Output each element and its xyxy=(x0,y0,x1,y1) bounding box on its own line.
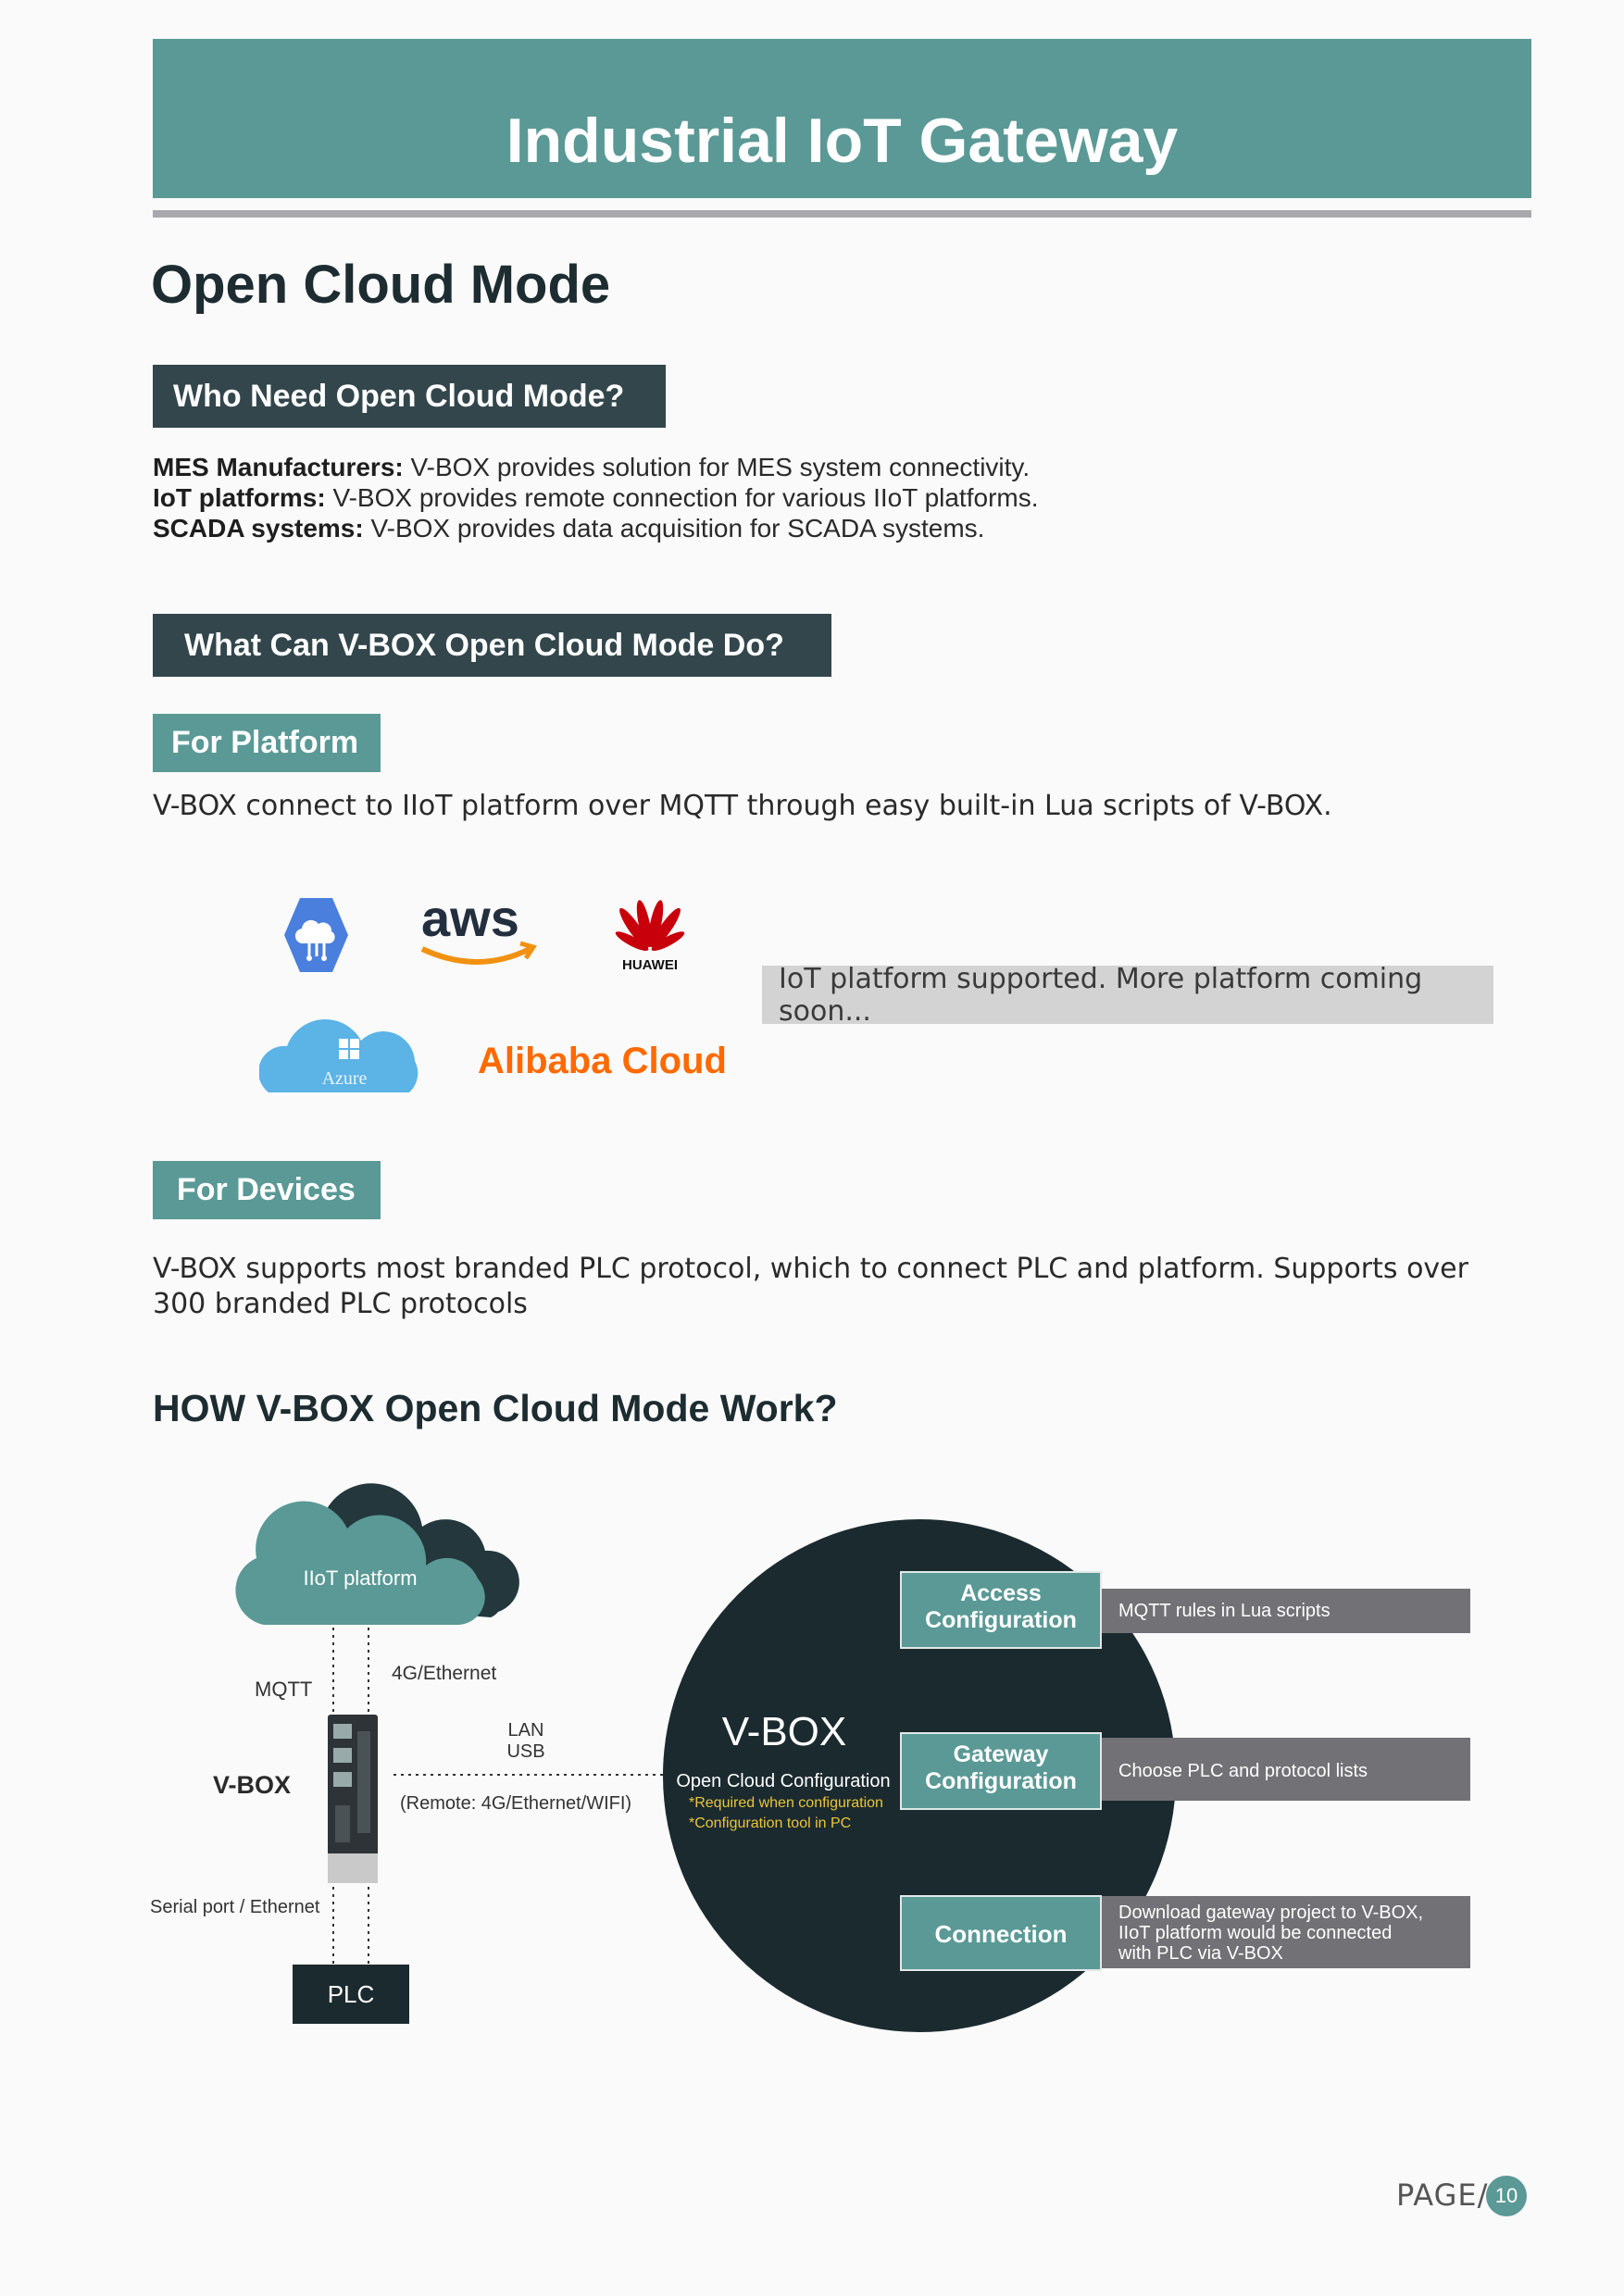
lan-label: LAN xyxy=(508,1720,544,1741)
step-gateway-desc: Choose PLC and protocol lists xyxy=(1118,1761,1368,1781)
header-title: Industrial IoT Gateway xyxy=(506,106,1179,176)
aws-text: aws xyxy=(421,889,519,947)
cloud-iot-hexagon-icon xyxy=(284,898,348,972)
platform-logos: aws HUAWEI Azure Alibaba Cloud xyxy=(259,889,727,1092)
for-devices-text: V-BOX supports most branded PLC protocol… xyxy=(153,1252,1468,1322)
who-lines: MES Manufacturers: V-BOX provides soluti… xyxy=(153,452,1039,543)
step-access-desc-bar xyxy=(1102,1589,1470,1633)
for-devices-line-2: 300 branded PLC protocols xyxy=(153,1288,528,1320)
iiot-cloud: IIoT platform xyxy=(235,1483,519,1625)
step-connection-desc-bar xyxy=(1102,1896,1470,1968)
vbox-circle xyxy=(663,1519,1176,2032)
header-band xyxy=(153,39,1531,198)
mqtt-label: MQTT xyxy=(255,1678,312,1701)
who-line-iot: IoT platforms: V-BOX provides remote con… xyxy=(153,483,1039,512)
step-gateway-title-2: Configuration xyxy=(925,1768,1077,1794)
circle-subtitle: Open Cloud Configuration xyxy=(676,1771,890,1791)
for-platform-heading: For Platform xyxy=(153,714,381,772)
plc-label: PLC xyxy=(328,1980,375,2008)
step-connection-title: Connection xyxy=(935,1920,1068,1948)
for-platform-text: V-BOX connect to IIoT platform over MQTT… xyxy=(153,790,1332,822)
step-connection-desc-3: with PLC via V-BOX xyxy=(1118,1943,1283,1964)
azure-text: Azure xyxy=(322,1068,368,1089)
supported-note: IoT platform supported. More platform co… xyxy=(762,963,1493,1028)
step-connection-desc-2: IIoT platform would be connected xyxy=(1118,1923,1392,1943)
note-required: *Required when configuration xyxy=(689,1795,883,1811)
vbox-device-icon xyxy=(328,1715,378,1883)
who-line-scada: SCADA systems: V-BOX provides data acqui… xyxy=(153,514,985,543)
circle-title: V-BOX xyxy=(722,1709,847,1754)
alibaba-text: Alibaba Cloud xyxy=(478,1041,727,1081)
page-title: Open Cloud Mode xyxy=(151,255,611,315)
aws-logo: aws xyxy=(420,889,537,965)
step-access-box xyxy=(900,1571,1102,1649)
step-access-desc: MQTT rules in Lua scripts xyxy=(1118,1601,1330,1621)
plc-box xyxy=(293,1965,409,2024)
header-rule xyxy=(153,210,1531,218)
huawei-text: HUAWEI xyxy=(622,957,678,973)
page-number-badge: 10 xyxy=(1486,2176,1527,2216)
step-gateway-title-1: Gateway xyxy=(954,1741,1049,1767)
page-word: PAGE/ xyxy=(1396,2177,1489,2213)
step-gateway-desc-bar xyxy=(1102,1738,1470,1801)
serial-label: Serial port / Ethernet xyxy=(150,1897,320,1917)
who-heading: Who Need Open Cloud Mode? xyxy=(153,365,666,428)
cloud-label: IIoT platform xyxy=(303,1566,417,1590)
what-heading: What Can V-BOX Open Cloud Mode Do? xyxy=(153,614,831,677)
vbox-side-label: V-BOX xyxy=(213,1771,291,1799)
for-devices-line-1: V-BOX supports most branded PLC protocol… xyxy=(153,1253,1468,1285)
huawei-logo: HUAWEI xyxy=(615,900,685,973)
step-access-title-2: Configuration xyxy=(925,1607,1077,1633)
step-connection-box xyxy=(900,1895,1102,1971)
for-devices-heading: For Devices xyxy=(153,1161,381,1219)
step-gateway-box xyxy=(900,1732,1102,1810)
step-access-title-1: Access xyxy=(960,1580,1042,1606)
usb-label: USB xyxy=(506,1741,544,1762)
alibaba-cloud-logo: Alibaba Cloud xyxy=(478,1041,727,1081)
net-label: 4G/Ethernet xyxy=(392,1663,496,1684)
how-heading: HOW V-BOX Open Cloud Mode Work? xyxy=(153,1387,838,1429)
who-line-mes: MES Manufacturers: V-BOX provides soluti… xyxy=(153,453,1031,481)
azure-logo: Azure xyxy=(259,1019,418,1092)
step-connection-desc-1: Download gateway project to V-BOX, xyxy=(1118,1903,1423,1923)
remote-label: (Remote: 4G/Ethernet/WIFI) xyxy=(400,1793,631,1814)
note-config-tool: *Configuration tool in PC xyxy=(689,1816,851,1831)
